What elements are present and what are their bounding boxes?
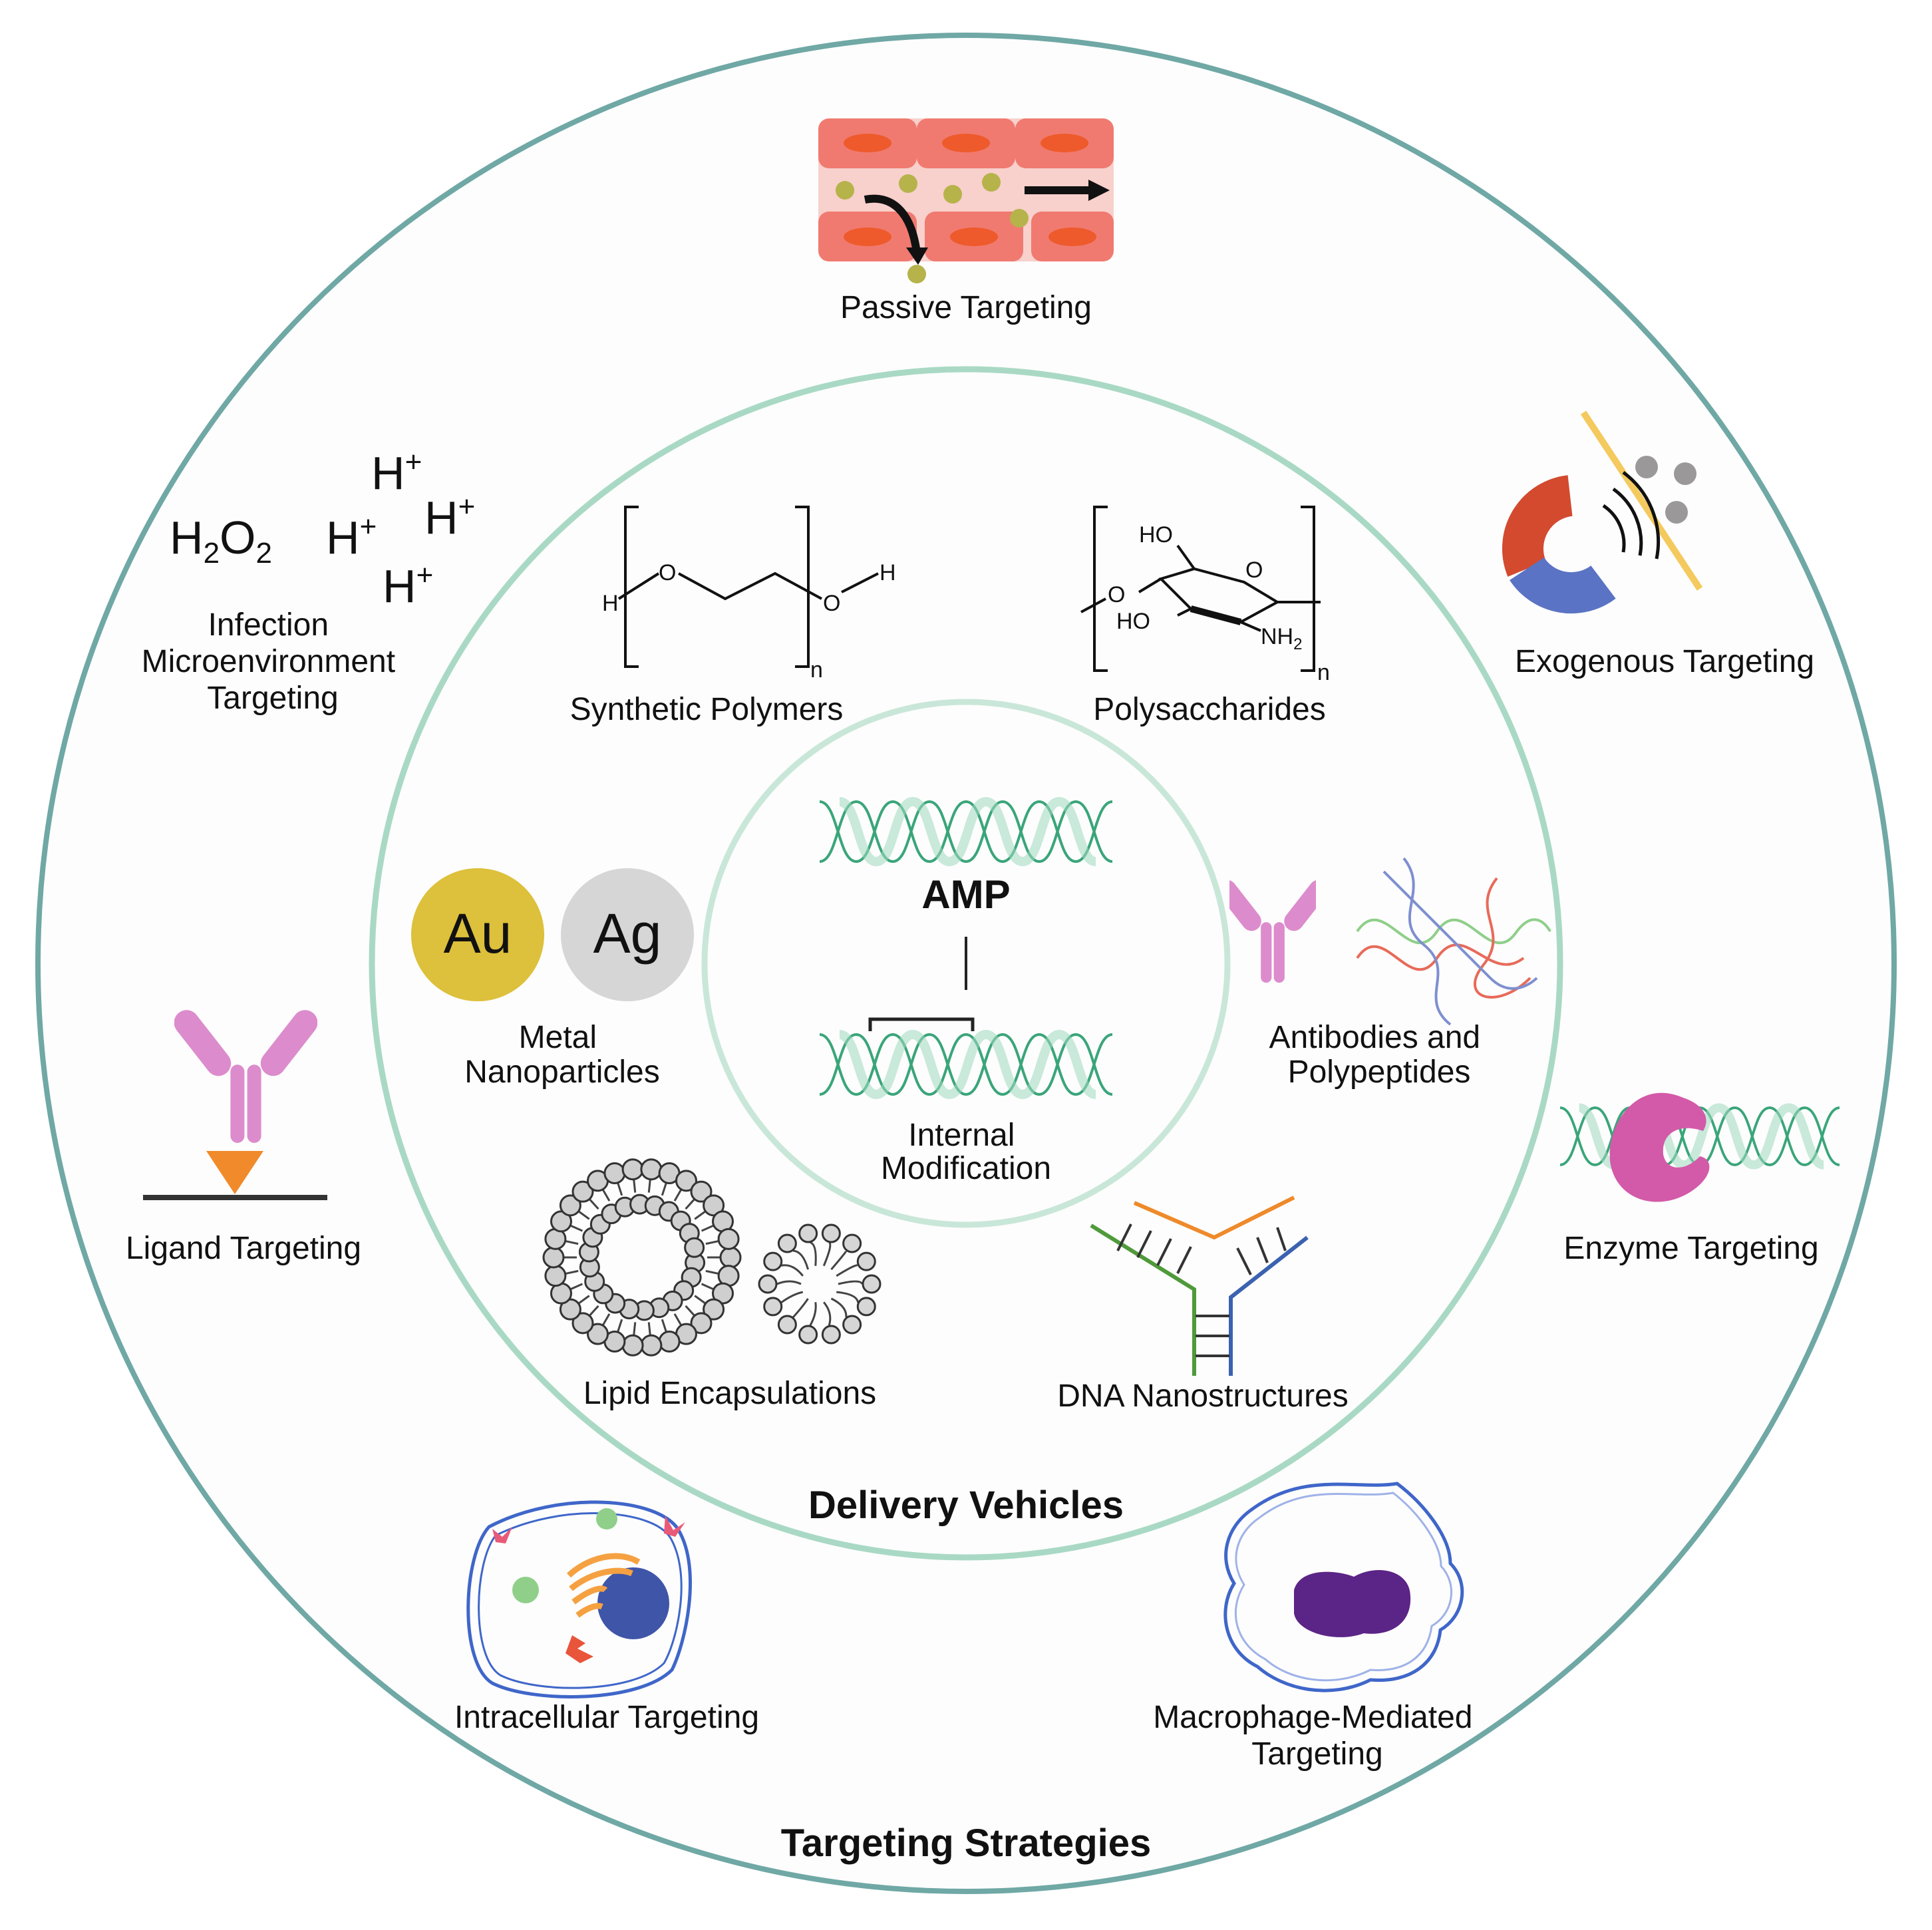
modification-bracket [868, 1017, 975, 1031]
polysaccharide-repeat-n: n [1317, 660, 1330, 685]
proton-2: H+ [326, 510, 377, 563]
proton-1: H+ [371, 446, 422, 499]
polysaccharide-structure [1080, 506, 1321, 672]
inner-ring [701, 699, 1231, 1228]
enzyme-icon [1609, 1092, 1710, 1202]
proton-4: H+ [383, 559, 433, 612]
antibodies-label: Antibodies and Polypeptides [1269, 1020, 1490, 1090]
modification-label: Internal Modification [881, 1118, 1051, 1186]
polysaccharides-label: Polysaccharides [1093, 692, 1326, 727]
infection-chemicals: H2O2 H+ H+ H+ H+ [170, 446, 475, 612]
macrophage-icon [1223, 1482, 1464, 1692]
enzyme-targeting-label: Enzyme Targeting [1563, 1231, 1818, 1266]
magnet-icon [1502, 410, 1703, 614]
synthetic-polymers-label: Synthetic Polymers [570, 692, 844, 727]
polysaccharide-o-ring: O [1245, 558, 1263, 583]
passive-targeting-label: Passive Targeting [840, 290, 1092, 325]
liposome-icon [542, 1158, 742, 1357]
poly-atom-h-right: H [880, 560, 896, 585]
ligand-targeting-label: Ligand Targeting [126, 1231, 361, 1266]
targeting-strategies-title: Targeting Strategies [781, 1822, 1152, 1865]
poly-atom-o-left: O [659, 560, 676, 585]
delivery-vehicles-title: Delivery Vehicles [808, 1484, 1124, 1527]
poly-atom-h-left: H [602, 591, 619, 616]
cell-icon [466, 1500, 692, 1698]
ligand-icon [143, 1005, 327, 1200]
silver-nanoparticle [561, 868, 694, 1001]
metal-nanoparticles-label: Metal Nanoparticles [464, 1020, 659, 1090]
exogenous-targeting-label: Exogenous Targeting [1515, 644, 1814, 679]
poly-atom-o-right: O [823, 591, 840, 616]
dna-nanostructures-label: DNA Nanostructures [1057, 1378, 1349, 1414]
h2o2-formula: H2O2 [170, 512, 272, 569]
polysaccharide-ho-top: HO [1139, 522, 1173, 548]
synthetic-polymer-structure [617, 506, 879, 668]
poly-repeat-n: n [810, 657, 823, 683]
amp-title: AMP [921, 872, 1010, 917]
proton-3: H+ [424, 490, 475, 544]
dna-nanostructure-icon [1090, 1196, 1309, 1376]
gold-nanoparticle [411, 868, 544, 1001]
polysaccharide-nh2: NH2 [1261, 624, 1302, 653]
middle-ring [369, 366, 1563, 1561]
macrophage-targeting-label: Macrophage-Mediated Targeting [1153, 1700, 1482, 1772]
silver-symbol: Ag [593, 902, 662, 965]
polysaccharide-o-link: O [1108, 582, 1125, 607]
polysaccharide-ho-bottom: HO [1116, 609, 1150, 634]
blood-vessel-icon [818, 118, 1114, 283]
gold-symbol: Au [444, 902, 512, 965]
micelle-icon [758, 1223, 882, 1345]
infection-targeting-label: Infection Microenvironment Targeting [142, 607, 404, 716]
intracellular-targeting-label: Intracellular Targeting [454, 1700, 759, 1735]
lipid-encapsulations-label: Lipid Encapsulations [583, 1376, 876, 1411]
polypeptide-strands [1356, 857, 1551, 1026]
